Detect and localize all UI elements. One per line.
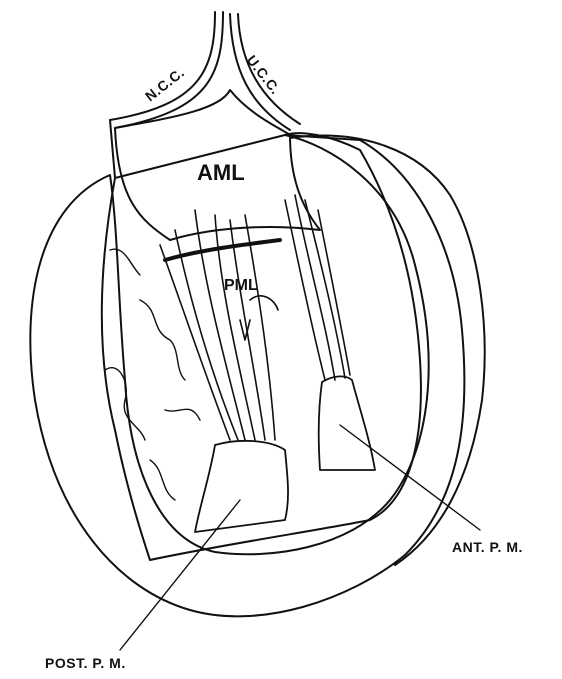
anterior-papillary-muscle [319,376,375,470]
posterior-leaflet-edge [165,240,280,260]
post-pm-label: POST. P. M. [45,655,126,671]
ventricle-chamber [102,133,421,560]
aml-label: AML [197,160,245,185]
ventricle-wall [30,135,484,616]
pml-label: PML [224,277,258,294]
chordae-tendineae [160,195,350,440]
ncc-label: N.C.C. [142,64,187,104]
posterior-papillary-muscle [195,441,288,532]
ant-pm-label: ANT. P. M. [452,539,523,555]
